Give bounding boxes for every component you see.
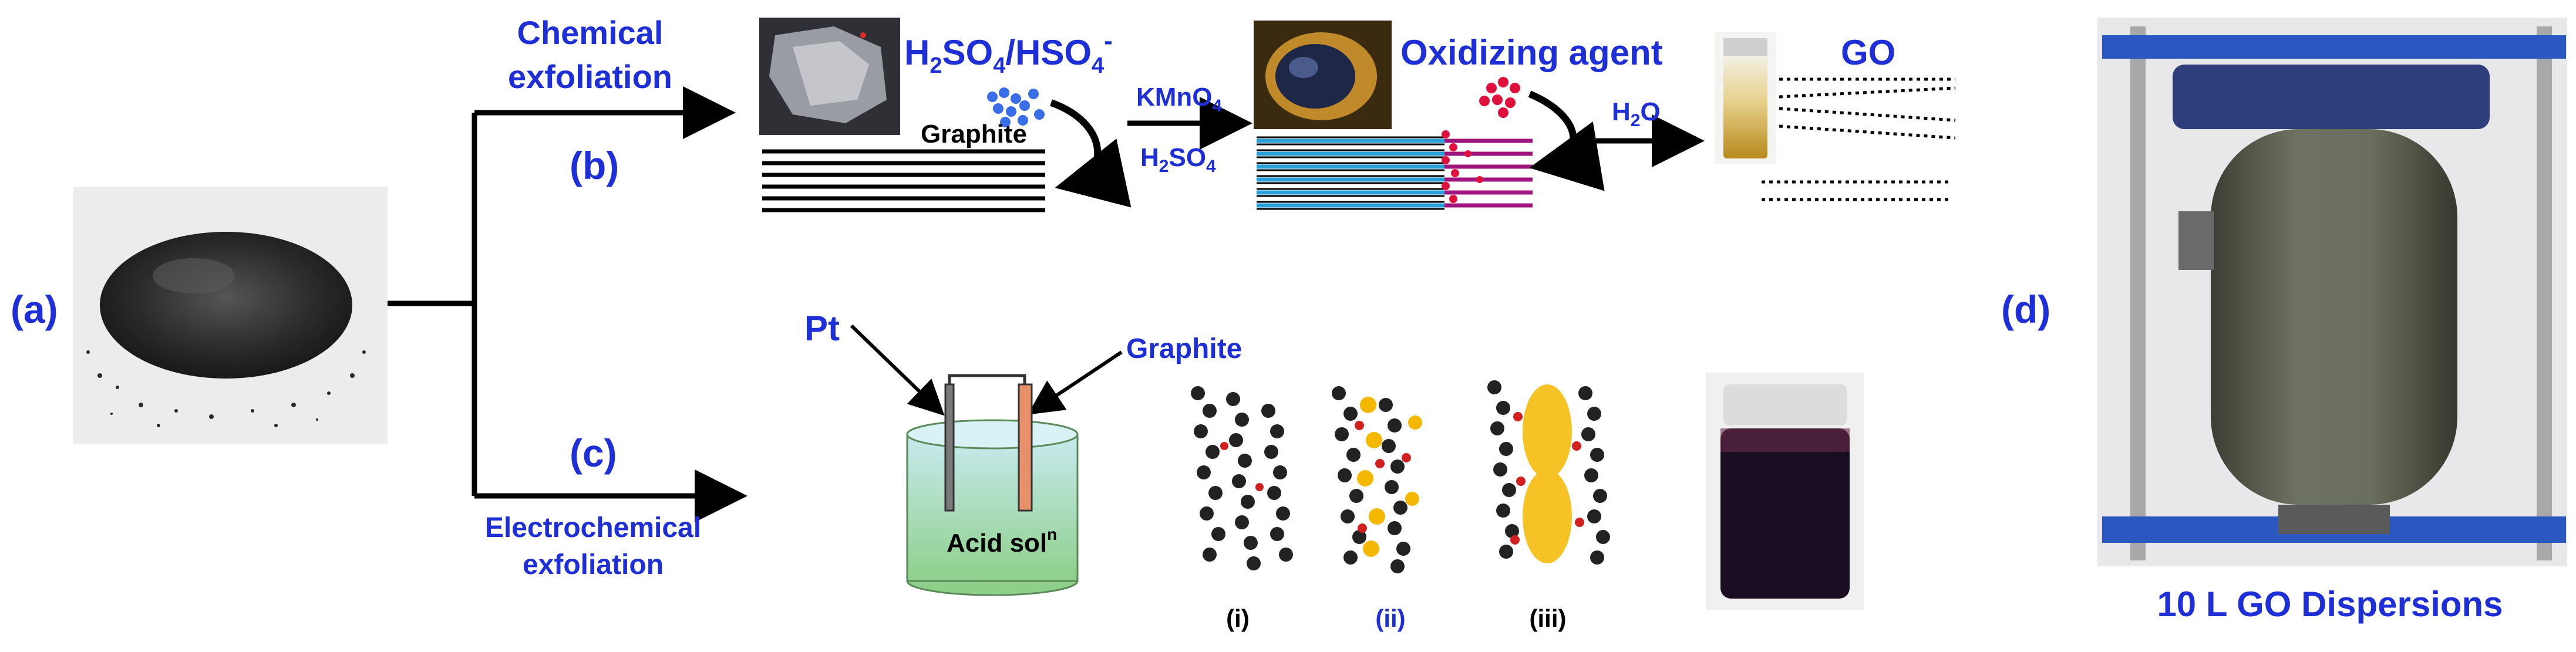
stage-i-label: (i) bbox=[1226, 604, 1250, 632]
electrode-graphite-label: Graphite bbox=[1126, 333, 1242, 364]
water-label: H2O bbox=[1612, 97, 1661, 130]
oxidation-curved-arrow bbox=[1530, 94, 1573, 165]
graphite-powder-photo bbox=[73, 187, 388, 444]
graphite-label: Graphite bbox=[921, 120, 1027, 148]
reagent-kmno4: KMnO4 bbox=[1136, 83, 1223, 116]
stage-ii-label: (ii) bbox=[1375, 604, 1405, 632]
branch-connector bbox=[388, 113, 737, 496]
oxidant-molecules-icon bbox=[1479, 77, 1520, 118]
stage-i-graphene-icon bbox=[1191, 386, 1293, 570]
reagent-h2so4: H2SO4 bbox=[1140, 143, 1216, 176]
electrochemical-cell-icon bbox=[907, 376, 1077, 595]
graphite-flake-photo bbox=[759, 18, 900, 135]
chemical-label-line2: exfoliation bbox=[508, 58, 672, 95]
electrochemical-label-line1: Electrochemical bbox=[485, 512, 701, 543]
reactor-caption: 10 L GO Dispersions bbox=[2157, 585, 2503, 624]
exfoliated-sheets-icon bbox=[1762, 79, 1955, 200]
intercalated-layers-icon bbox=[1257, 130, 1533, 209]
panel-label-c: (c) bbox=[570, 431, 617, 475]
intercalation-curved-arrow bbox=[1051, 103, 1097, 185]
pt-pointer-arrow bbox=[851, 326, 940, 411]
chemical-label-line1: Chemical bbox=[517, 14, 664, 51]
electrode-pt-label: Pt bbox=[804, 309, 840, 348]
panel-label-a: (a) bbox=[11, 288, 58, 331]
electrochemical-label-line2: exfoliation bbox=[523, 549, 664, 580]
dispersion-jar-photo bbox=[1706, 373, 1864, 610]
reactor-photo bbox=[2097, 18, 2567, 566]
intercalated-graphite-photo bbox=[1254, 21, 1392, 129]
intercalant-label: H2SO4/HSO4- bbox=[904, 26, 1113, 78]
go-vial-photo bbox=[1715, 32, 1776, 164]
acid-solution-label: Acid soln bbox=[947, 525, 1057, 558]
stage-ii-graphene-icon bbox=[1332, 386, 1422, 573]
panel-label-d: (d) bbox=[2001, 288, 2050, 331]
graphite-pointer-arrow bbox=[1033, 352, 1122, 411]
go-label: GO bbox=[1841, 33, 1895, 72]
stage-iii-label: (iii) bbox=[1530, 604, 1567, 632]
panel-label-b: (b) bbox=[570, 144, 619, 187]
stage-iii-graphene-icon bbox=[1487, 380, 1610, 565]
oxidizing-agent-label: Oxidizing agent bbox=[1400, 33, 1663, 72]
graphite-layers-icon bbox=[762, 151, 1045, 210]
